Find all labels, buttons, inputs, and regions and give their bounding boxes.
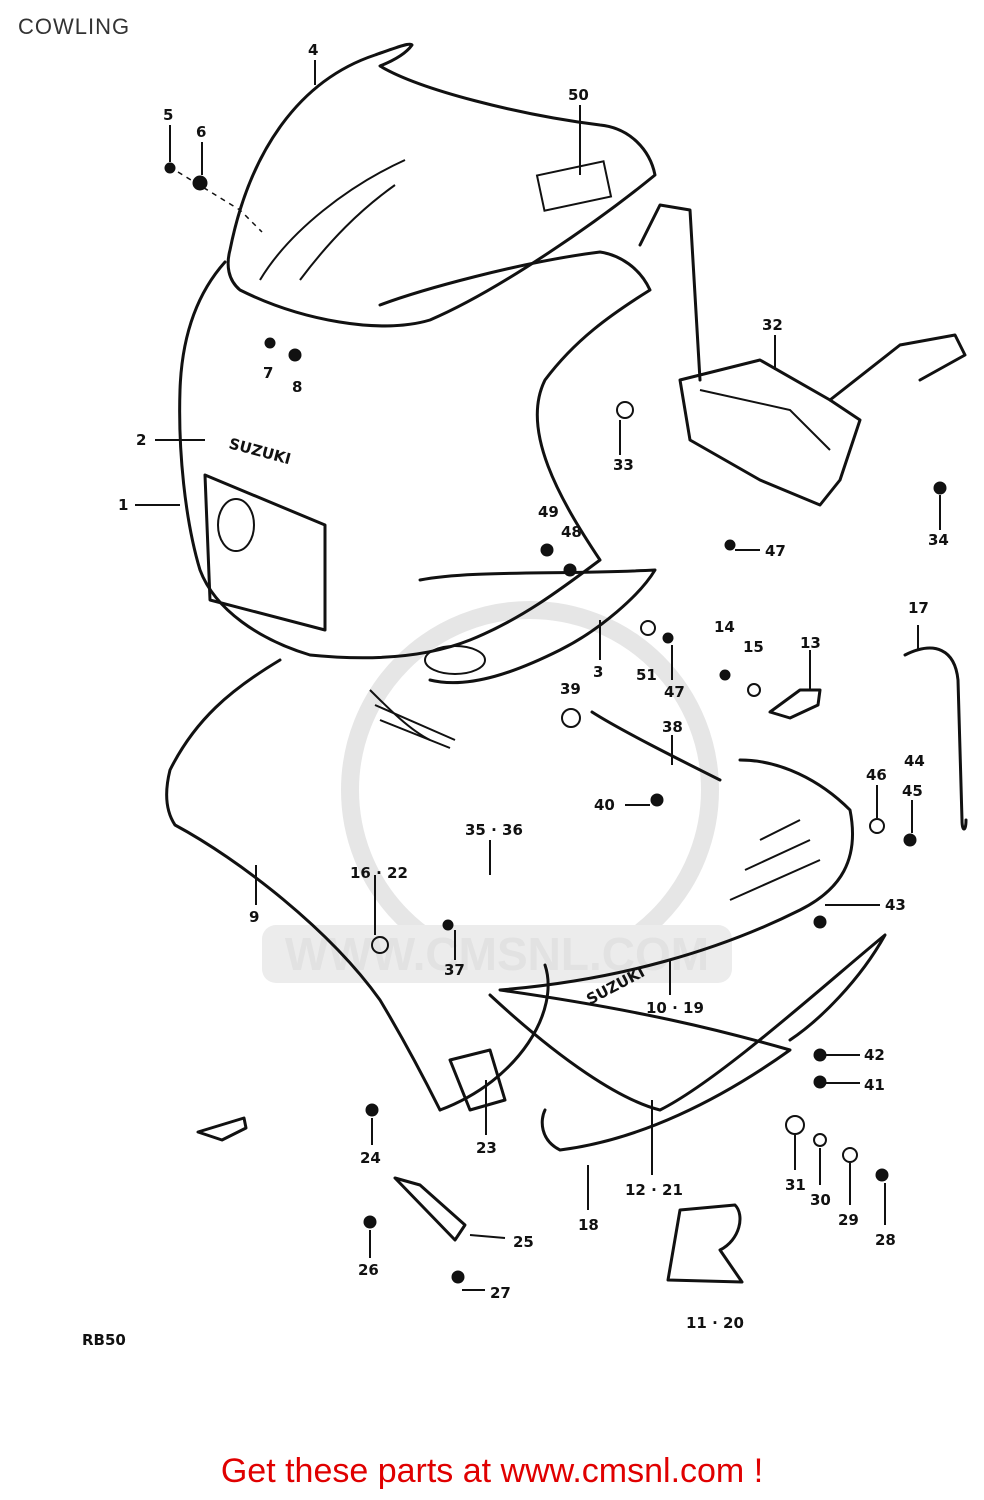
grommet-icon — [561, 708, 581, 728]
callout-16-22: 16 · 22 — [350, 864, 408, 882]
bolt-icon — [903, 833, 917, 847]
cowling-bracket — [638, 203, 967, 507]
callout-47b: 47 — [664, 683, 685, 701]
screw-icon — [363, 1215, 377, 1229]
callout-39: 39 — [560, 680, 581, 698]
callout-40: 40 — [594, 796, 615, 814]
callout-9: 9 — [249, 908, 259, 926]
collar-icon — [813, 1133, 827, 1147]
callout-4: 4 — [308, 41, 318, 59]
callout-42: 42 — [864, 1046, 885, 1064]
bolt-icon — [933, 481, 947, 495]
bolt-icon — [875, 1168, 889, 1182]
lower-bracket — [448, 1048, 507, 1112]
callout-41: 41 — [864, 1076, 885, 1094]
washer-icon — [563, 563, 577, 577]
screw-icon — [264, 337, 276, 349]
screw-icon — [719, 669, 731, 681]
callout-34: 34 — [928, 531, 949, 549]
callout-51: 51 — [636, 666, 657, 684]
callout-35-36: 35 · 36 — [465, 821, 523, 839]
callout-37: 37 — [444, 961, 465, 979]
callouts: 4 5 6 50 7 8 2 1 32 33 34 47 49 48 17 3 … — [118, 41, 949, 1332]
callout-31: 31 — [785, 1176, 806, 1194]
callout-14: 14 — [714, 618, 735, 636]
callout-3: 3 — [593, 663, 603, 681]
callout-50: 50 — [568, 86, 589, 104]
callout-11-20: 11 · 20 — [686, 1314, 744, 1332]
grommet-icon — [616, 401, 634, 419]
nut-icon — [192, 175, 208, 191]
callout-33: 33 — [613, 456, 634, 474]
callout-32: 32 — [762, 316, 783, 334]
callout-28: 28 — [875, 1231, 896, 1249]
callout-48: 48 — [561, 523, 582, 541]
callout-7: 7 — [263, 364, 273, 382]
callout-47a: 47 — [765, 542, 786, 560]
callout-30: 30 — [810, 1191, 831, 1209]
grommet-icon — [785, 1115, 805, 1135]
screw-icon — [813, 1075, 827, 1089]
callout-25: 25 — [513, 1233, 534, 1251]
watermark-text: WWW.CMSNL.COM — [285, 928, 709, 980]
callout-15: 15 — [743, 638, 764, 656]
callout-18: 18 — [578, 1216, 599, 1234]
grommet-icon — [288, 348, 302, 362]
screw-icon — [442, 919, 454, 931]
nut-icon — [813, 915, 827, 929]
callout-44: 44 — [904, 752, 925, 770]
callout-10-19: 10 · 19 — [646, 999, 704, 1017]
callout-6: 6 — [196, 123, 206, 141]
cowling-exploded-diagram: WWW.CMSNL.COM SUZUKI SUZUKI — [82, 41, 968, 1349]
screw-icon — [164, 162, 176, 174]
callout-23: 23 — [476, 1139, 497, 1157]
callout-49: 49 — [538, 503, 559, 521]
washer-icon — [869, 818, 885, 834]
cowling-stay — [590, 710, 722, 782]
screw-icon — [724, 539, 736, 551]
side-cowling — [165, 658, 550, 1112]
front-arrow-icon — [196, 1116, 248, 1142]
callout-8: 8 — [292, 378, 302, 396]
callout-5: 5 — [163, 106, 173, 124]
screw-icon — [451, 1270, 465, 1284]
callout-29: 29 — [838, 1211, 859, 1229]
callout-46: 46 — [866, 766, 887, 784]
nut-icon — [540, 543, 554, 557]
clamp — [768, 688, 822, 720]
callout-13: 13 — [800, 634, 821, 652]
callout-24: 24 — [360, 1149, 381, 1167]
callout-2: 2 — [136, 431, 146, 449]
footer-link[interactable]: Get these parts at www.cmsnl.com ! — [220, 1452, 764, 1490]
nut-icon — [813, 1048, 827, 1062]
r-emblem — [666, 1203, 744, 1284]
screw-icon — [662, 632, 674, 644]
callout-38: 38 — [662, 718, 683, 736]
callout-45: 45 — [902, 782, 923, 800]
callout-26: 26 — [358, 1261, 379, 1279]
clip-icon — [371, 936, 389, 954]
washer-icon — [842, 1147, 858, 1163]
fasteners — [164, 162, 947, 1284]
diagram-code: RB50 — [82, 1331, 126, 1349]
bolt-icon — [650, 793, 664, 807]
callout-12-21: 12 · 21 — [625, 1181, 683, 1199]
callout-1: 1 — [118, 496, 128, 514]
page-title: COWLING — [18, 14, 131, 39]
hose — [903, 646, 968, 831]
washer-icon — [747, 683, 761, 697]
watermark-logo: WWW.CMSNL.COM — [262, 601, 732, 983]
brand-mark-upper: SUZUKI — [227, 434, 293, 468]
washer-icon — [640, 620, 656, 636]
callout-43: 43 — [885, 896, 906, 914]
callout-27: 27 — [490, 1284, 511, 1302]
callout-17: 17 — [908, 599, 929, 617]
leader-lines — [135, 60, 941, 1291]
screw-icon — [365, 1103, 379, 1117]
mounting-plate — [393, 1176, 467, 1242]
